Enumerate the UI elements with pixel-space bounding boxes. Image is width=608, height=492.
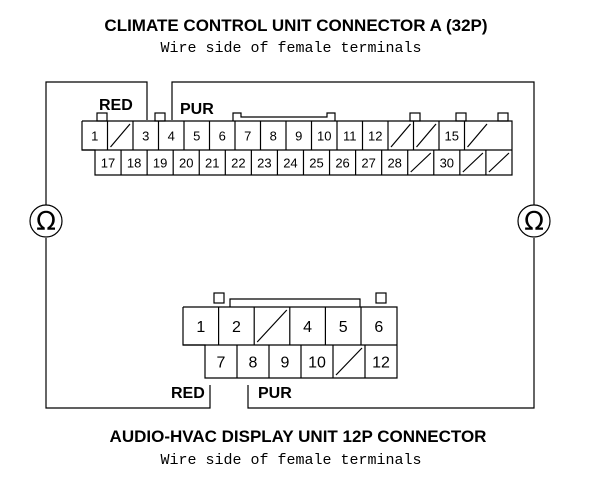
terminal-number: 21	[205, 156, 219, 171]
ohmmeter-left-circle	[29, 204, 63, 238]
connector-a: 1 3 4 5 6 7 8 9 10 11 12 15 17 18 19 20 21 22 23 24 25 26 27 28…	[81, 112, 513, 176]
connector-b-red-label: RED	[171, 385, 205, 402]
connector-b-lock	[229, 298, 361, 307]
connector-a-subtitle: Wire side of female terminals	[160, 40, 421, 57]
terminal-number: 7	[217, 355, 226, 372]
terminal-number: 20	[179, 156, 193, 171]
terminal-number: 5	[193, 129, 200, 144]
terminal-number: 11	[343, 129, 357, 144]
terminal-number: 30	[440, 156, 454, 171]
terminal-number: 8	[270, 129, 277, 144]
terminal-number: 19	[153, 156, 167, 171]
terminal-number: 12	[368, 129, 382, 144]
connector-a-tab-right2	[455, 112, 467, 122]
ohm-right-icon: Ω	[524, 207, 544, 237]
terminal-number: 17	[101, 156, 115, 171]
connector-b-pur-label: PUR	[258, 385, 292, 402]
connector-b-title: AUDIO-HVAC DISPLAY UNIT 12P CONNECTOR	[110, 427, 487, 446]
terminal-number: 18	[127, 156, 141, 171]
unused-terminal-slash	[467, 123, 488, 148]
connector-b-tab-right	[375, 292, 387, 304]
unused-terminal-slash	[462, 152, 484, 173]
connector-a-tab-mid	[154, 112, 166, 122]
right-lead-lower	[247, 238, 535, 409]
terminal-number: 3	[142, 129, 149, 144]
ohm-left-icon: Ω	[36, 207, 56, 237]
unused-terminal-slash	[110, 123, 131, 148]
terminal-number: 5	[339, 319, 348, 336]
unused-terminal-slash	[410, 152, 432, 173]
meter-leads	[45, 81, 535, 409]
unused-terminal-slash	[390, 123, 411, 148]
connector-a-tab-left	[96, 112, 108, 122]
terminal-number: 1	[91, 129, 98, 144]
connector-a-tab-right1	[409, 112, 421, 122]
terminal-number: 22	[231, 156, 245, 171]
connector-a-tab-right3	[497, 112, 509, 122]
terminal-number: 2	[232, 319, 241, 336]
connector-b-tab-left	[213, 292, 225, 304]
terminal-number: 9	[295, 129, 302, 144]
unused-terminal-slash	[335, 347, 363, 376]
ohmmeter-right-circle	[517, 204, 551, 238]
terminal-number: 15	[445, 129, 459, 144]
terminal-number: 23	[257, 156, 271, 171]
connector-a-red-label: RED	[99, 97, 133, 114]
terminal-number: 10	[317, 129, 331, 144]
terminal-number: 24	[283, 156, 297, 171]
terminal-number: 4	[303, 319, 312, 336]
terminal-number: 26	[335, 156, 349, 171]
terminal-number: 8	[249, 355, 258, 372]
terminal-number: 4	[168, 129, 175, 144]
left-lead-upper	[45, 81, 148, 205]
connector-b-subtitle: Wire side of female terminals	[160, 452, 421, 469]
terminal-number: 10	[308, 355, 326, 372]
terminal-number: 9	[281, 355, 290, 372]
terminal-number: 25	[309, 156, 323, 171]
terminal-number: 6	[374, 319, 383, 336]
terminal-number: 12	[372, 355, 390, 372]
terminal-number: 28	[387, 156, 401, 171]
ohmmeter-right: Ω	[517, 204, 551, 238]
connector-a-lock	[232, 112, 336, 121]
terminal-number: 1	[196, 319, 205, 336]
right-lead-upper	[171, 81, 535, 205]
left-lead-lower	[45, 238, 211, 409]
unused-terminal-slash	[488, 152, 510, 173]
terminal-number: 6	[219, 129, 226, 144]
connector-a-pur-label: PUR	[180, 101, 214, 118]
unused-terminal-slash	[256, 309, 288, 343]
ohmmeter-left: Ω	[29, 204, 63, 238]
connector-a-title: CLIMATE CONTROL UNIT CONNECTOR A (32P)	[104, 16, 487, 35]
unused-terminal-slash	[416, 123, 437, 148]
connector-a-cells: 1 3 4 5 6 7 8 9 10 11 12 15 17 18 19 20 21 22 23 24 25 26 27 28…	[91, 121, 510, 175]
terminal-number: 27	[361, 156, 375, 171]
terminal-number: 7	[244, 129, 251, 144]
